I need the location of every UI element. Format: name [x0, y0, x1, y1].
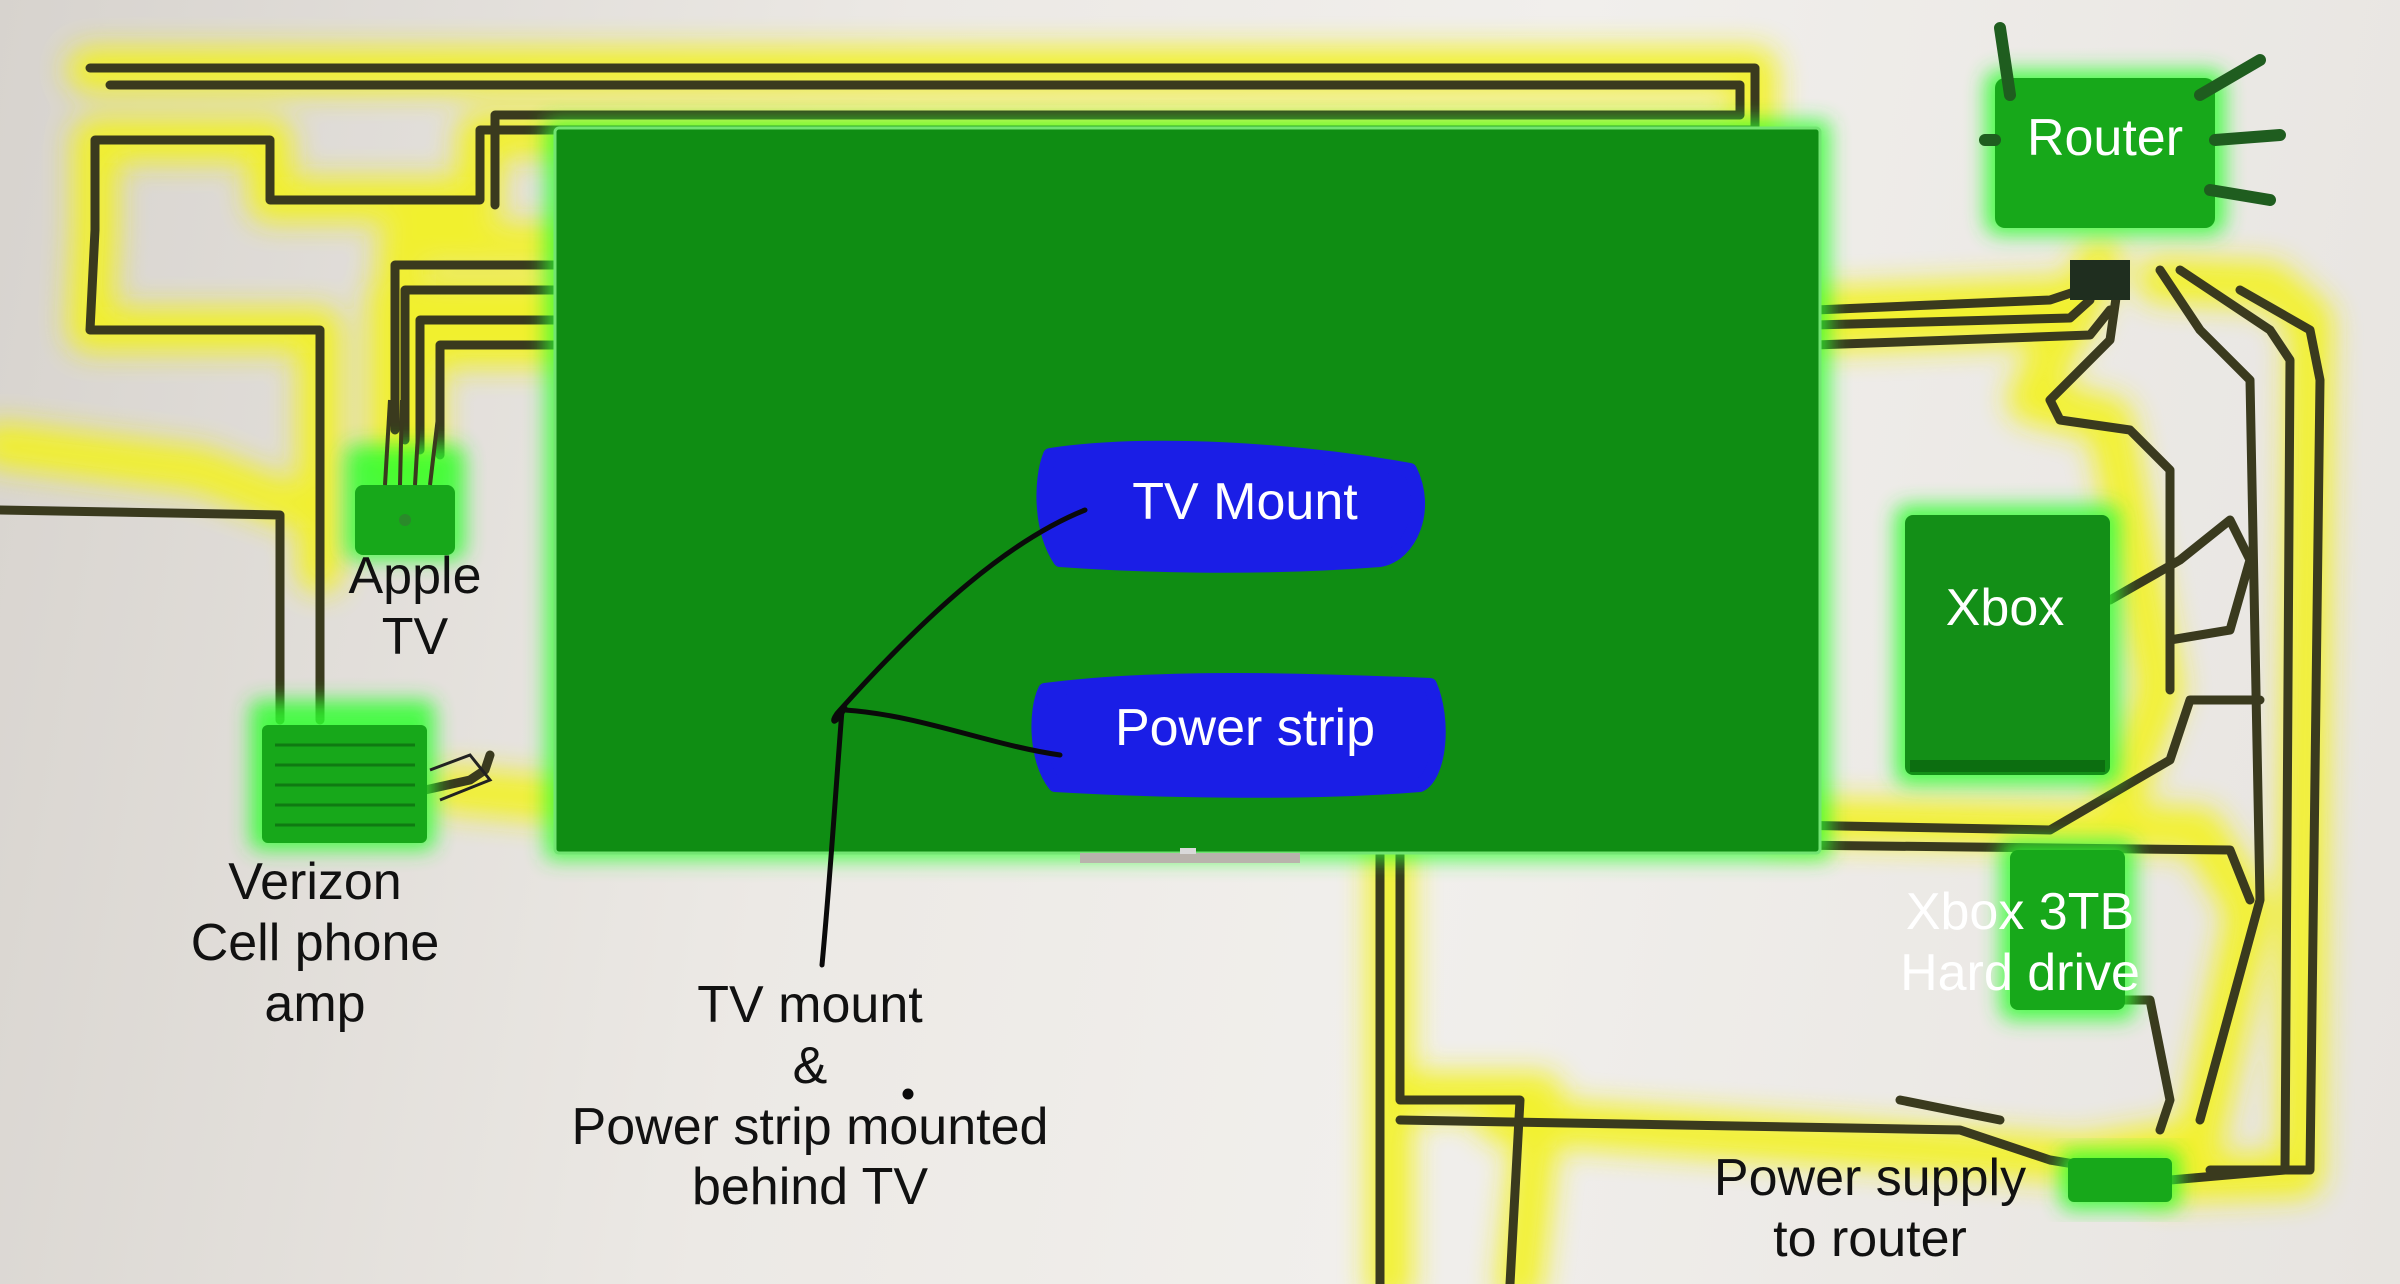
- mount-note-line-4: behind TV: [691, 1158, 929, 1217]
- verizon-amp-label: Verizon Cell phone amp: [165, 852, 465, 1034]
- router-icon: [1979, 22, 2286, 206]
- apple-tv-label-line-2: TV: [381, 607, 449, 666]
- television-icon: [1180, 848, 1196, 854]
- power-supply-label-line-2: to router: [1773, 1209, 1967, 1268]
- tv-mount-callout-label: TV Mount: [1132, 473, 1358, 531]
- power-adapter-icon: [2068, 1158, 2172, 1202]
- apple-tv-label: Apple TV: [320, 546, 510, 668]
- hard-drive-icon: [2010, 850, 2125, 1010]
- verizon-amp-label-line-1: Verizon: [228, 853, 402, 911]
- xbox-drive-label: Xbox 3TB Hard drive: [1860, 882, 2180, 1004]
- signal-amplifier-icon: [275, 743, 415, 827]
- mount-note: TV mount & Power strip mounted behind TV: [530, 975, 1090, 1218]
- verizon-amp: [250, 700, 493, 850]
- xbox-drive: [2000, 840, 2135, 1020]
- mount-note-line-3: Power strip mounted: [571, 1097, 1049, 1156]
- power-supply-label: Power supply to router: [1690, 1148, 2050, 1270]
- xbox-drive-label-line-2: Hard drive: [1900, 943, 2140, 1002]
- xbox-drive-label-line-1: Xbox 3TB: [1905, 883, 2135, 941]
- set-top-box-icon: [399, 514, 411, 526]
- cable-runs: [0, 63, 2325, 1284]
- power-strip-callout-label: Power strip: [1114, 699, 1376, 757]
- router: [1979, 22, 2286, 300]
- mount-note-line-2: &: [792, 1036, 828, 1095]
- power-strip-callout: [1031, 673, 1446, 798]
- router-label: Router: [2026, 109, 2184, 167]
- apple-tv-label-line-1: Apple: [348, 547, 482, 605]
- power-supply: [2060, 1150, 2180, 1210]
- mount-note-line-1: TV mount: [697, 976, 923, 1034]
- xbox: [1895, 505, 2120, 785]
- tv-mount-callout: [1036, 440, 1425, 573]
- game-console-icon: [1910, 760, 2105, 772]
- pointer-lines: [819, 507, 1088, 1100]
- xbox-label: Xbox: [1945, 579, 2065, 637]
- apple-tv: [345, 399, 465, 560]
- verizon-amp-label-line-3: amp: [264, 974, 366, 1033]
- power-supply-label-line-1: Power supply: [1713, 1149, 2027, 1207]
- verizon-amp-label-line-2: Cell phone: [190, 913, 440, 972]
